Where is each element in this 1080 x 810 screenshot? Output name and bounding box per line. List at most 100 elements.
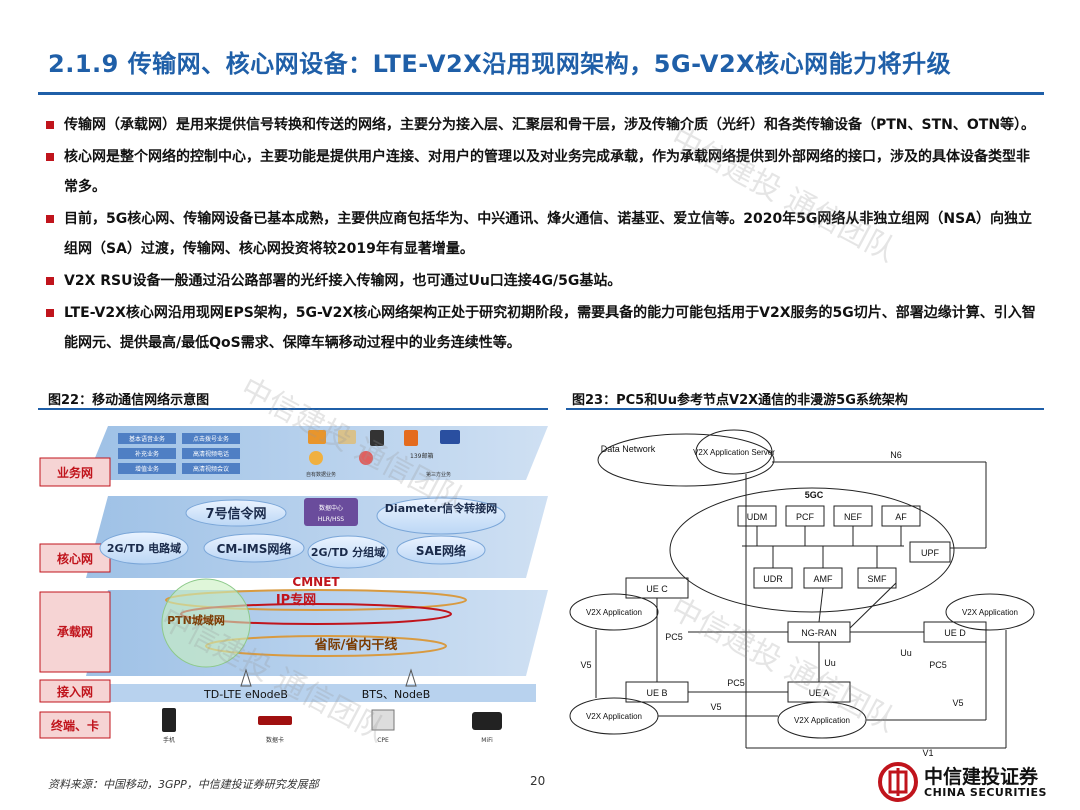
page-title: 2.1.9 传输网、核心网设备：LTE-V2X沿用现网架构，5G-V2X核心网能… <box>48 50 952 78</box>
core-item: 7号信令网 <box>205 506 266 522</box>
service-box: 高清视频电话 <box>193 450 229 458</box>
data-center-label: 数据中心 <box>319 504 343 512</box>
app-icon <box>370 430 384 446</box>
layer-label-box <box>39 591 111 673</box>
terminal-label: MiFi <box>481 737 493 744</box>
figure-22-divider <box>38 408 548 410</box>
pc5-label: PC5 <box>727 678 745 688</box>
bearer-cmnet: CMNET <box>292 575 340 589</box>
access-towers <box>240 668 417 687</box>
datacard-icon <box>258 716 292 725</box>
app-icon <box>404 430 418 446</box>
pc5-label: PC5 <box>665 632 683 642</box>
app-icon <box>359 451 373 465</box>
ue-a-label: UE A <box>809 688 830 698</box>
n6-label: N6 <box>890 450 902 460</box>
nf-af: AF <box>895 512 907 522</box>
bearer-layer-band <box>86 590 548 676</box>
data-center-box <box>304 498 358 526</box>
bearer-rings <box>161 578 467 668</box>
access-layer-band <box>86 684 536 702</box>
core-item: 2G/TD 电路域 <box>107 541 181 555</box>
v5-label: V5 <box>710 702 721 712</box>
bearer-ptn: PTN城域网 <box>167 613 225 627</box>
nf-amf: AMF <box>814 574 834 584</box>
logo-text-cn: 中信建投证券 <box>924 766 1039 788</box>
nf-pcf: PCF <box>796 512 815 522</box>
v2x-architecture-diagram: Data Network V2X Application Server N6 5… <box>569 429 1035 758</box>
service-box: 基本语音业务 <box>129 435 165 443</box>
company-logo: 中信建投证券 CHINA SECURITIES <box>876 760 1056 804</box>
service-app-icons: 139邮箱 自有数据业务 第三方业务 <box>306 430 460 478</box>
layer-label-terminal: 终端、卡 <box>51 718 99 733</box>
mifi-icon <box>472 712 502 730</box>
data-center: 数据中心 HLR/HSS <box>304 498 358 526</box>
source-note: 资料来源：中国移动，3GPP，中信建投证券研究发展部 <box>48 778 319 791</box>
service-box: 高清视频会议 <box>193 465 229 473</box>
tower-icon <box>240 668 252 687</box>
fivegc-ellipse <box>669 487 955 613</box>
layer-label-box <box>39 711 111 739</box>
access-bts: BTS、NodeB <box>362 688 431 701</box>
layer-label-service: 业务网 <box>57 465 93 480</box>
app-server-label: V2X Application Server <box>693 448 775 457</box>
v2x-app-label: V2X Application <box>586 712 642 721</box>
v2x-app-label: V2X Application <box>794 716 850 725</box>
v5-label: V5 <box>952 698 963 708</box>
data-network-label: Data Network <box>601 444 656 454</box>
ue-b-label: UE B <box>646 688 667 698</box>
core-item: 2G/TD 分组域 <box>311 545 385 559</box>
page-number: 20 <box>530 774 546 788</box>
app-icon <box>308 430 326 444</box>
ng-ran-label: NG-RAN <box>801 628 837 638</box>
title-divider <box>38 92 1044 95</box>
ring-ptn <box>161 578 251 668</box>
service-box: 点击拨号业务 <box>193 435 229 443</box>
ue-c-label: UE C <box>646 584 668 594</box>
figure-23-caption: 图23：PC5和Uu参考节点V2X通信的非漫游5G系统架构 <box>572 393 908 408</box>
nf-nef: NEF <box>844 512 863 522</box>
app-icon-label: 139邮箱 <box>410 452 433 460</box>
uu-label: Uu <box>824 658 836 668</box>
phone-icon <box>162 708 176 732</box>
bullet-item: LTE-V2X核心网沿用现网EPS架构，5G-V2X核心网络架构正处于研究初期阶… <box>46 298 1036 358</box>
app-icon <box>338 430 356 444</box>
uu-label: Uu <box>900 648 912 658</box>
layer-label-box <box>39 457 111 487</box>
app-icon <box>309 451 323 465</box>
ue-d-label: UE D <box>944 628 966 638</box>
core-item: CM-IMS网络 <box>217 541 292 556</box>
terminal-label: 数据卡 <box>266 736 284 744</box>
layer-label-bearer: 承载网 <box>57 624 93 639</box>
app-icon-label: 自有数据业务 <box>306 471 336 478</box>
nf-udm: UDM <box>747 512 768 522</box>
layer-label-box <box>39 679 111 703</box>
terminal-label: CPE <box>377 737 389 744</box>
layer-label-access: 接入网 <box>57 684 93 699</box>
core-item: SAE网络 <box>416 543 466 558</box>
data-center-sublabel: HLR/HSS <box>318 516 344 523</box>
bullet-item: 目前，5G核心网、传输网设备已基本成熟，主要供应商包括华为、中兴通讯、烽火通信、… <box>46 204 1036 264</box>
core-item-diameter: Diameter信令转接网 <box>385 501 497 515</box>
nf-upf: UPF <box>921 548 940 558</box>
v2x-app-label: V2X Application <box>586 608 642 617</box>
figure-22-caption: 图22：移动通信网络示意图 <box>48 393 210 408</box>
layer-labels: 业务网 核心网 承载网 接入网 终端、卡 <box>39 457 111 739</box>
v5-label: V5 <box>580 660 591 670</box>
citic-logo-icon <box>878 762 918 802</box>
logo-text-en: CHINA SECURITIES <box>924 786 1047 799</box>
nf-udr: UDR <box>763 574 783 584</box>
service-box: 补充业务 <box>135 450 159 458</box>
v2x-app-label: V2X Application <box>962 608 1018 617</box>
nf-smf: SMF <box>868 574 888 584</box>
mobile-network-diagram: 业务网 核心网 承载网 接入网 终端、卡 基本语音业务 点击拨号业务 补充业务 … <box>39 426 548 744</box>
app-server-ellipse <box>695 429 773 475</box>
app-icon <box>440 430 460 444</box>
terminal-label: 手机 <box>163 736 175 744</box>
bullet-item: V2X RSU设备一般通过沿公路部署的光纤接入传输网，也可通过Uu口连接4G/5… <box>46 266 1036 296</box>
app-icon-label: 第三方业务 <box>426 471 451 478</box>
layer-label-core: 核心网 <box>57 551 93 566</box>
bullet-list: 传输网（承载网）是用来提供信号转换和传送的网络，主要分为接入层、汇聚层和骨干层，… <box>46 110 1036 360</box>
v1-label: V1 <box>922 748 933 758</box>
cpe-icon <box>371 709 395 731</box>
